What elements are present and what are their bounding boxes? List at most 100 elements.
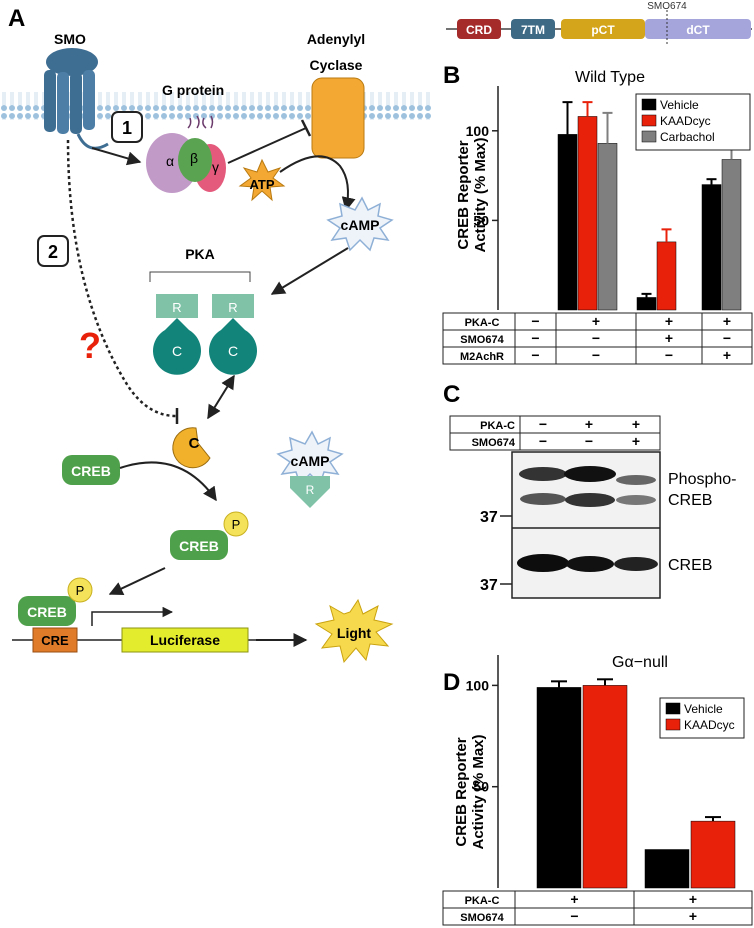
legend-label: Vehicle [684, 702, 723, 716]
condition-value: − [592, 347, 600, 363]
y-tick-label: 100 [466, 123, 490, 139]
camp-r-r-label: R [306, 483, 315, 497]
transcription-arrow [91, 606, 174, 626]
condition-value: + [723, 347, 731, 363]
camp-burst [326, 196, 394, 252]
g-protein-label: G protein [162, 82, 224, 98]
camp-label: cAMP [341, 217, 380, 233]
blot-band [517, 554, 569, 572]
condition-label: PKA-C [465, 317, 500, 329]
legend-swatch [641, 114, 657, 127]
camp-r-label: cAMP [291, 453, 330, 469]
condition-label: M2AchR [460, 351, 504, 363]
domain-bar: CRD 7TM pCT dCT SMO674 [446, 1, 752, 46]
legend-swatch [641, 98, 657, 111]
bar [557, 134, 578, 311]
panel-d: D Gα−null CREB Reporter Activity (% Max)… [442, 654, 753, 926]
condition-value: − [531, 313, 539, 329]
light-label: Light [337, 625, 372, 641]
pka-c-free [172, 427, 211, 469]
pka-holoenzyme: PKA R R C C [149, 246, 258, 375]
step-2-box [37, 235, 69, 267]
atp-burst [238, 158, 286, 202]
phospho-label-2: CREB [668, 492, 712, 509]
blot-band [614, 557, 658, 571]
y-tick-label: 50 [473, 212, 489, 228]
bar [536, 687, 582, 889]
legend-swatch [641, 130, 657, 143]
domain-7tm [511, 19, 555, 39]
condition-value: + [592, 313, 600, 329]
panel-a-label: A [8, 5, 25, 32]
pka-r2-label: R [228, 300, 237, 315]
condition-value: + [723, 313, 731, 329]
dotted-inhibition [66, 139, 177, 418]
bar [597, 143, 618, 311]
light-burst [314, 598, 394, 664]
blot-condition-value: − [539, 416, 547, 432]
blot-band [564, 466, 616, 482]
condition-value: + [665, 313, 673, 329]
condition-row [442, 346, 753, 365]
condition-label: SMO674 [460, 912, 504, 924]
condition-value: − [723, 330, 731, 346]
legend-swatch [665, 702, 681, 715]
condition-label: SMO674 [460, 334, 504, 346]
creb-phos-label: CREB [179, 538, 219, 554]
arrow-to-cre [108, 567, 166, 595]
adenylyl-label: Adenylyl [307, 31, 365, 47]
p-label-2: P [76, 583, 85, 598]
condition-value: − [531, 347, 539, 363]
pka-c2-label: C [228, 343, 238, 359]
creb-bound-label: CREB [27, 604, 67, 620]
panel-c-label: C [443, 381, 460, 408]
blot-condition-label: PKA-C [480, 420, 515, 432]
mw-marker-2: 37 [480, 577, 498, 594]
domain-crd [457, 19, 501, 39]
blot-condition-row [449, 432, 661, 451]
condition-value: + [570, 891, 578, 907]
chart-d-ylabel-2: Activity (% Max) [470, 734, 487, 849]
legend-label: KAADcyc [684, 718, 735, 732]
question-mark: ? [79, 325, 101, 366]
smo-receptor: SMO [44, 31, 109, 150]
creb-unphos-label: CREB [71, 463, 111, 479]
blot-band [565, 493, 615, 507]
adenylyl-cyclase: Adenylyl Cyclase [307, 31, 365, 159]
pka-r1-label: R [172, 300, 181, 315]
arrow-pka-c [207, 374, 235, 420]
blot-condition-value: + [585, 416, 593, 432]
y-tick-label: 50 [473, 779, 489, 795]
chart-d-ylabel-1: CREB Reporter [453, 737, 470, 846]
blot-band [566, 556, 614, 572]
phospho-label-1: Phospho- [668, 471, 737, 488]
legend-label: Carbachol [660, 130, 715, 144]
chart-b-title: Wild Type [575, 69, 645, 86]
domain-dct [645, 19, 751, 39]
bar [582, 685, 628, 889]
creb-phos [170, 530, 228, 560]
condition-row [442, 907, 753, 926]
creb-unphos [62, 455, 120, 485]
blot-band [519, 467, 567, 481]
smo-label: SMO [54, 31, 86, 47]
bar [701, 184, 722, 311]
alpha-label: α [166, 153, 174, 169]
arrow-camp-pka [270, 247, 349, 295]
mw-marker-1: 37 [480, 509, 498, 526]
panel-c: C PKA-C−++SMO674−−+ 37 37 Phospho- CREB … [443, 381, 737, 599]
panel-a: A SMO 1 G protein α β γ [0, 5, 432, 664]
blot-condition-value: − [585, 433, 593, 449]
arrow-phosphorylation [119, 461, 217, 502]
arrow-smo-to-g [91, 147, 142, 166]
gamma-label: γ [212, 159, 219, 175]
condition-value: + [689, 908, 697, 924]
chart-d-title: Gα−null [612, 654, 668, 671]
smo674-marker-label: SMO674 [647, 1, 687, 12]
total-creb-label: CREB [668, 557, 712, 574]
luciferase-gene [121, 627, 249, 653]
blot-band [616, 475, 656, 485]
beta-label: β [190, 150, 198, 166]
panel-b-label: B [443, 62, 460, 89]
